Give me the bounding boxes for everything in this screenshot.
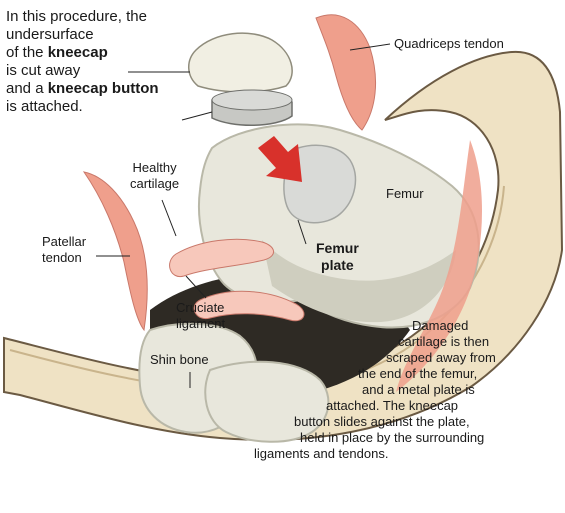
description-line-7: button slides against the plate,: [0, 414, 560, 430]
femur-plate-line-1: Femur: [316, 240, 359, 257]
description-line-4: the end of the femur,: [0, 366, 560, 382]
description-line-3: scraped away from: [0, 350, 560, 366]
intro-line-4: is cut away: [6, 62, 159, 80]
patellar-tendon-shape: [84, 172, 147, 330]
intro-line-1: In this procedure, the: [6, 8, 159, 26]
healthy-cartilage-label: Healthy cartilage: [130, 160, 179, 192]
description-line-8: held in place by the surrounding: [0, 430, 560, 446]
patellar-tendon-label: Patellar tendon: [42, 234, 86, 266]
description-line-2: cartilage is then: [0, 334, 560, 350]
patellar-tendon-line-2: tendon: [42, 250, 86, 266]
femur-plate-label: Femur plate: [316, 240, 359, 274]
description-line-1: Damaged: [0, 318, 560, 334]
procedure-description: Damaged cartilage is then scraped away f…: [0, 318, 560, 462]
description-line-5: and a metal plate is: [0, 382, 560, 398]
femur-label: Femur: [386, 186, 424, 202]
intro-line-5-text: and a: [6, 80, 48, 97]
kneecap-shape: [189, 33, 292, 92]
healthy-cartilage-line-1: Healthy: [130, 160, 179, 176]
intro-line-3: of the kneecap: [6, 44, 159, 62]
healthy-cartilage-line-2: cartilage: [130, 176, 179, 192]
intro-text: In this procedure, the undersurface of t…: [6, 8, 159, 116]
cruciate-ligament-line-1: Cruciate: [176, 300, 225, 316]
kneecap-label: kneecap: [48, 44, 108, 61]
intro-line-5: and a kneecap button: [6, 80, 159, 98]
kneecap-button-leader-line: [182, 112, 212, 120]
intro-line-3-text: of the: [6, 44, 48, 61]
patellar-tendon-line-1: Patellar: [42, 234, 86, 250]
description-line-6: attached. The kneecap: [0, 398, 560, 414]
intro-line-6: is attached.: [6, 98, 159, 116]
femur-plate-line-2: plate: [316, 257, 359, 274]
quadriceps-tendon-label: Quadriceps tendon: [394, 36, 504, 52]
description-line-9: ligaments and tendons.: [0, 446, 560, 462]
quadriceps-tendon-shape: [316, 15, 376, 130]
kneecap-button-label: kneecap button: [48, 80, 159, 97]
intro-line-2: undersurface: [6, 26, 159, 44]
healthy-cartilage-leader-line: [162, 200, 176, 236]
kneecap-button-top: [212, 90, 292, 110]
